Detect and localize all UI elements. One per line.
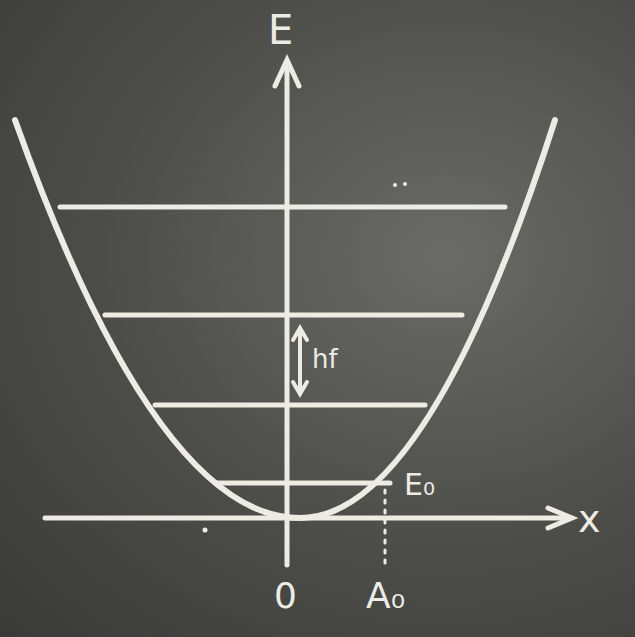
spacing-label: hf	[312, 346, 338, 372]
spacing-arrow	[298, 330, 302, 392]
energy-level	[60, 205, 505, 210]
potential-parabola	[15, 120, 555, 518]
spacing-arrow-heads	[293, 328, 307, 394]
origin-label: 0	[274, 578, 297, 614]
energy-label: E₀	[404, 470, 435, 500]
amplitude-marker	[384, 490, 387, 565]
energy-level	[105, 313, 462, 318]
chalk-dot	[203, 528, 208, 533]
energy-level	[215, 481, 390, 486]
amplitude-label: A₀	[366, 578, 405, 614]
e-axis-arrow	[275, 60, 299, 86]
chalk-dot	[393, 183, 397, 187]
chalk-dot	[403, 182, 407, 186]
x-axis-arrow	[548, 508, 572, 528]
axis-label: E	[268, 10, 293, 50]
axis-label: x	[578, 500, 601, 538]
energy-level	[155, 403, 425, 408]
